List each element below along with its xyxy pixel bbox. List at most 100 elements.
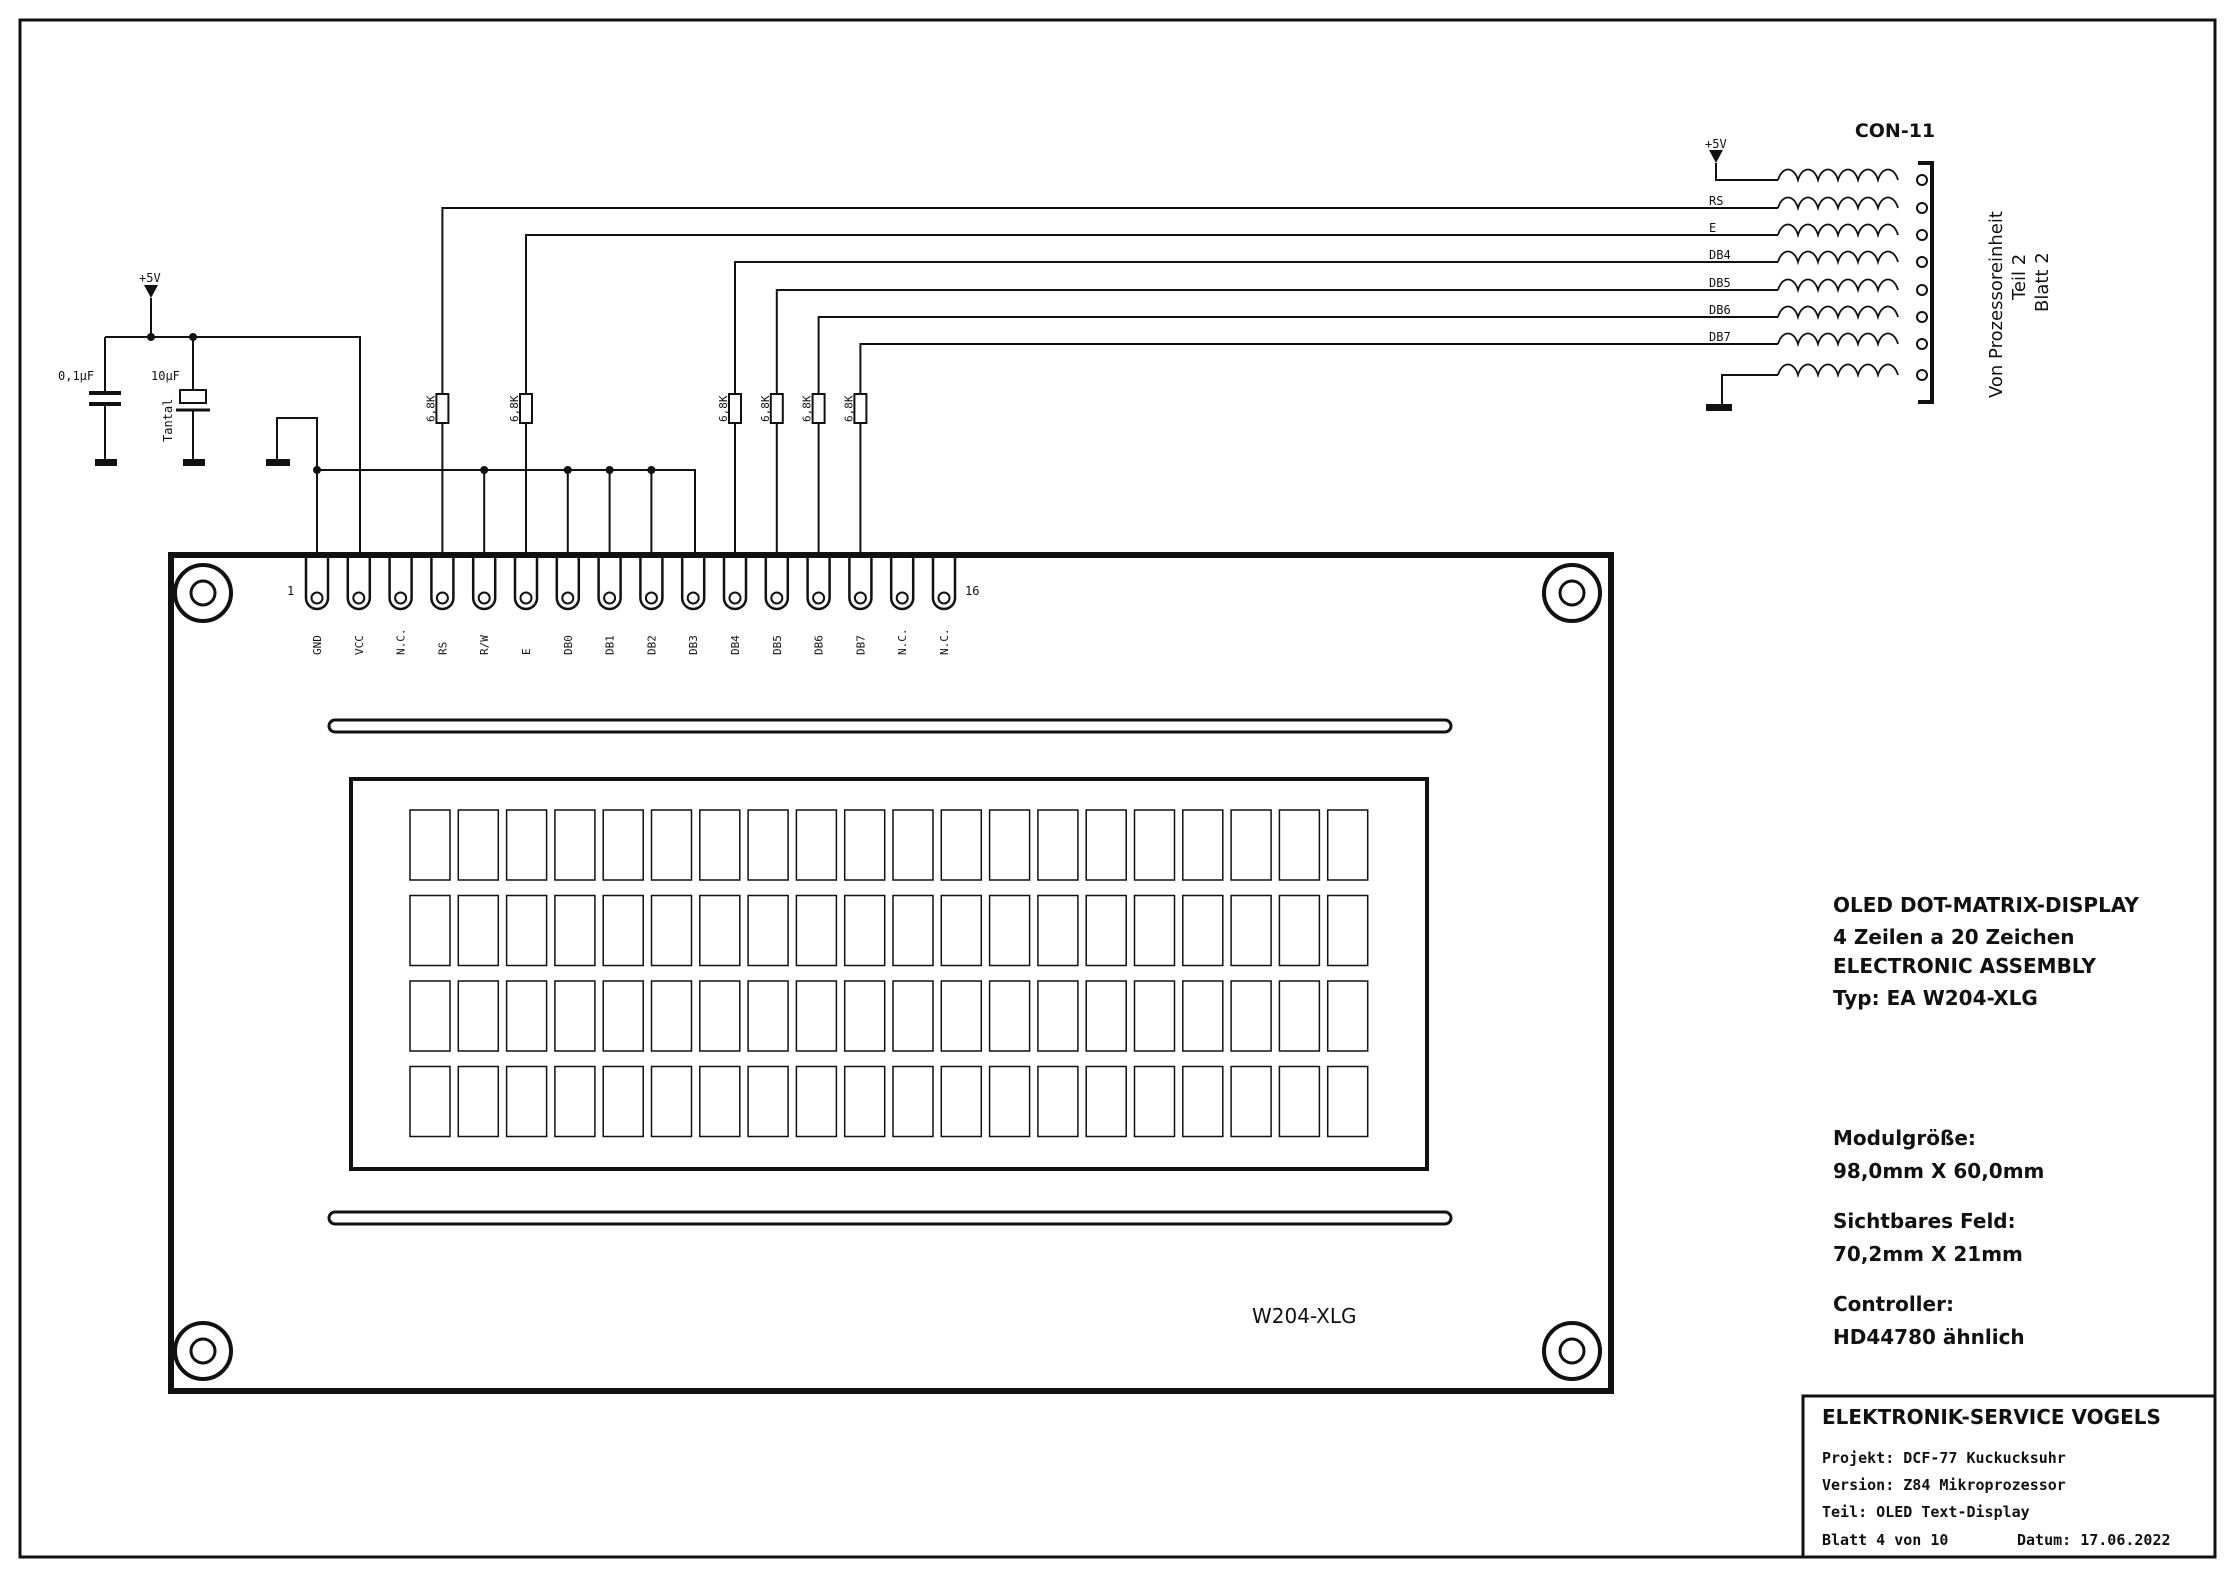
char-cell (1085, 809, 1127, 881)
pullup-resistor (811, 393, 826, 424)
viewing-area (349, 777, 1429, 1171)
pin-label-12: DB5 (771, 635, 784, 655)
desc-view-label: Sichtbares Feld: (1833, 1209, 2016, 1233)
module-pin-3: N.C. (388, 557, 413, 656)
module-model-label: W204-XLG (1252, 1304, 1357, 1328)
char-cell (457, 894, 500, 967)
char-cell (505, 980, 548, 1052)
desc-line3: ELECTRONIC ASSEMBLY (1833, 954, 2096, 978)
module-pin-4: RS (430, 557, 455, 655)
signal-wire-e: 6,8K (508, 234, 1778, 553)
power-vcc-symbol (144, 285, 158, 298)
connector-signal-e: E (1709, 221, 1716, 235)
char-cell (1230, 1065, 1272, 1138)
char-cell (940, 1065, 983, 1138)
char-cell (1326, 809, 1369, 881)
connector-vcc-symbol (1709, 150, 1723, 163)
pin-label-3: N.C. (395, 629, 408, 656)
bezel-slot-bottom (327, 1210, 1453, 1226)
module-pin-15: N.C. (889, 557, 915, 655)
signal-wire-db4: 6,8K (717, 261, 1778, 553)
desc-ctrl-value: HD44780 ähnlich (1833, 1325, 2025, 1349)
module-pin-2: VCC (346, 557, 372, 655)
char-cell (1230, 894, 1272, 967)
char-cell (602, 894, 644, 967)
char-cell (1037, 894, 1079, 967)
char-cell (554, 980, 596, 1052)
connector-pin-8 (1777, 363, 1928, 381)
connector-signal-db4: DB4 (1709, 248, 1731, 262)
module-pin-13: DB6 (806, 557, 831, 655)
char-cell (747, 980, 789, 1052)
char-cell (409, 894, 451, 967)
char-cell (1133, 980, 1176, 1052)
pullup-resistor (769, 393, 784, 424)
pin-label-2: VCC (353, 635, 366, 655)
module-outline (168, 552, 1614, 1394)
char-cell (795, 980, 838, 1052)
capacitor-ground-symbol (95, 459, 117, 466)
connector-signal-db5: DB5 (1709, 276, 1731, 290)
desc-size-label: Modulgröße: (1833, 1126, 1976, 1150)
char-cell (795, 1065, 838, 1138)
char-cell (1133, 809, 1176, 881)
title-sheet: Blatt 4 von 10 (1822, 1531, 1948, 1549)
char-cell (1182, 809, 1224, 881)
char-cell (940, 894, 983, 967)
pin-label-7: DB0 (562, 635, 575, 655)
pin-label-11: DB4 (729, 635, 742, 655)
char-cell (843, 980, 886, 1052)
signal-wire-rs: 6,8K (424, 207, 1778, 553)
capacitor1-value: 0,1µF (58, 369, 94, 383)
connector-source-line1: Von Prozessoreinheit (1986, 211, 2007, 398)
desc-ctrl-label: Controller: (1833, 1292, 1954, 1316)
module-pin-12: DB5 (764, 557, 790, 655)
char-cell (1230, 980, 1272, 1052)
connector-pin-7 (1777, 332, 1928, 350)
char-cell (505, 809, 548, 881)
char-cell (554, 1065, 596, 1138)
char-cell (1133, 894, 1176, 967)
char-cell (457, 1065, 500, 1138)
module-pin-1: GND (304, 557, 330, 655)
module-description: OLED DOT-MATRIX-DISPLAY 4 Zeilen a 20 Ze… (1833, 893, 2139, 1349)
module-pin-7: DB0 (555, 557, 581, 655)
pin-label-5: R/W (478, 635, 491, 655)
char-cell (409, 809, 451, 881)
power-decoupling: +5V 0,1µF 10µF Tantal (58, 271, 696, 553)
char-cell (457, 809, 500, 881)
char-cell (988, 1065, 1031, 1138)
title-version: Version: Z84 Mikroprozessor (1822, 1476, 2066, 1494)
resistor-value: 6,8K (759, 395, 772, 422)
char-cell (747, 894, 789, 967)
char-cell (650, 894, 693, 967)
char-cell (940, 980, 983, 1052)
char-cell (505, 894, 548, 967)
mounting-hole-tl (173, 563, 233, 623)
char-cell (1326, 1065, 1369, 1138)
char-cell (1182, 894, 1224, 967)
power-vcc-label: +5V (139, 271, 161, 285)
pullup-resistor (853, 393, 868, 424)
resistor-value: 6,8K (424, 395, 437, 422)
char-cell (1037, 1065, 1079, 1138)
char-cell (1037, 809, 1079, 881)
desc-size-value: 98,0mm X 60,0mm (1833, 1159, 2044, 1183)
character-grid (409, 809, 1369, 1138)
char-cell (1133, 1065, 1176, 1138)
char-cell (1085, 1065, 1127, 1138)
module-ground-symbol (266, 459, 290, 466)
char-cell (554, 809, 596, 881)
char-cell (554, 894, 596, 967)
signal-wire-db5: 6,8K (759, 289, 1778, 553)
connector-source-line2: Teil 2 (2009, 254, 2030, 301)
signal-wire-db7: 6,8K (842, 343, 1778, 553)
connector-ground-symbol (1706, 404, 1732, 411)
char-cell (1326, 894, 1369, 967)
char-cell (892, 809, 934, 881)
title-block: ELEKTRONIK-SERVICE VOGELS Projekt: DCF-7… (1801, 1394, 2217, 1559)
connector-title: CON-11 (1855, 120, 1935, 142)
char-cell (457, 980, 500, 1052)
